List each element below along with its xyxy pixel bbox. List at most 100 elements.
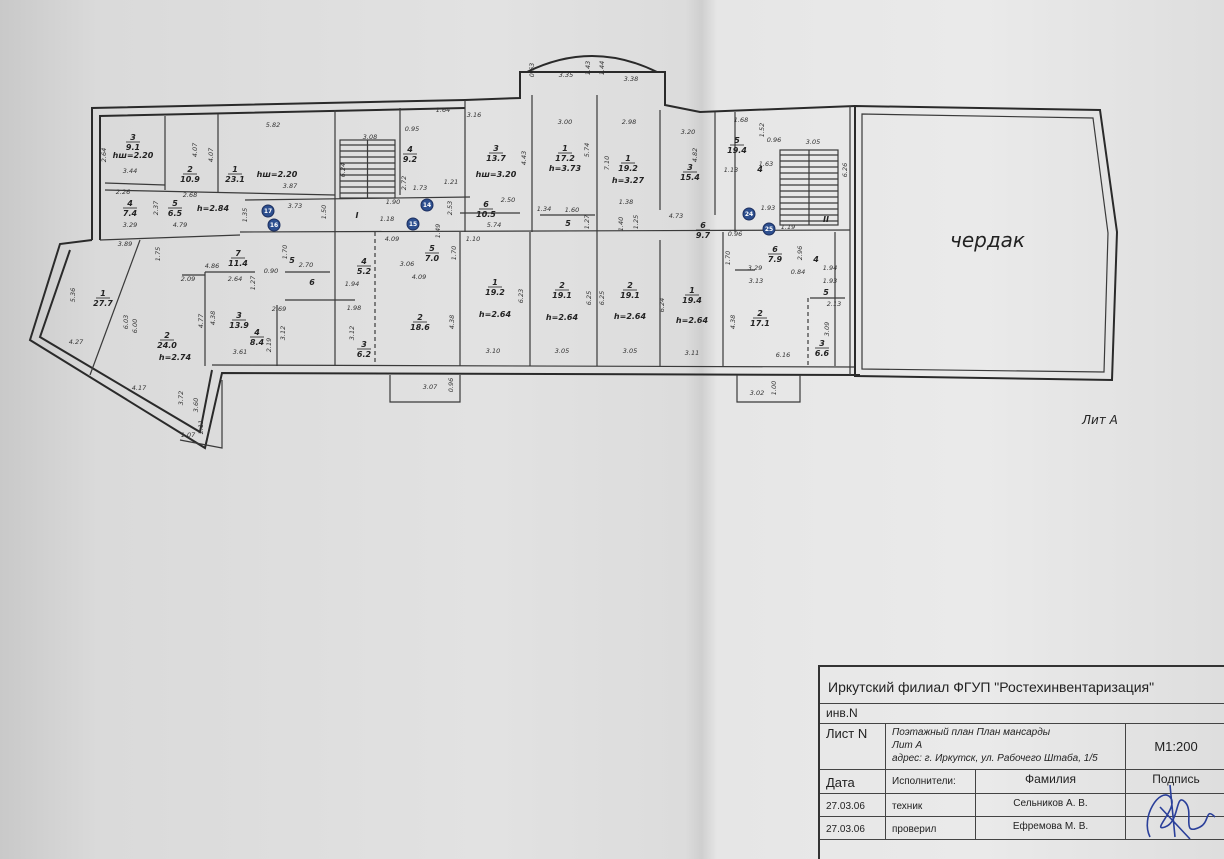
dimension-label: 6.25 — [598, 291, 606, 305]
dimension-label: 3.72 — [177, 391, 185, 405]
room-height: h=2.64 — [614, 312, 647, 321]
dimension-label: 1.90 — [386, 198, 400, 206]
room-label: 45.2 — [357, 257, 372, 276]
room-area: 17.2 — [555, 154, 575, 163]
dimension-label: 3.29 — [748, 264, 762, 272]
dimension-label: 6.00 — [131, 319, 139, 333]
room-area: 17.1 — [750, 319, 770, 328]
room-label: 6 — [309, 278, 315, 287]
dimension-label: 3.60 — [192, 398, 200, 412]
room-number: 6 — [309, 278, 315, 287]
room-area: 8.4 — [250, 338, 265, 347]
staircase-2 — [779, 149, 839, 226]
room-label: 711.4 — [228, 249, 248, 268]
dimension-label: 3.11 — [685, 349, 699, 357]
room-label: 313.7hш=3.20 — [476, 144, 517, 179]
dimension-label: 3.61 — [233, 348, 247, 356]
row-date: 27.03.06 — [820, 816, 886, 839]
dimension-label: 2.50 — [501, 196, 515, 204]
dimension-label: 1.44 — [598, 61, 606, 75]
room-height: h=2.64 — [479, 310, 512, 319]
room-area: 27.7 — [93, 299, 113, 308]
room-label: 4 — [756, 165, 763, 174]
dimension-label: 1.94 — [345, 280, 359, 288]
room-label: 57.0 — [425, 244, 440, 263]
room-number: 2 — [757, 309, 763, 318]
dimension-label: 5.74 — [583, 143, 591, 157]
dimension-label: 4.82 — [691, 148, 699, 162]
room-height: h=2.64 — [676, 316, 709, 325]
dimension-label: 0.96 — [728, 230, 742, 238]
room-height: h=3.73 — [549, 164, 582, 173]
room-number: 5 — [429, 244, 435, 253]
dimension-label: 2.53 — [446, 201, 454, 215]
room-number: 3 — [361, 340, 367, 349]
dimension-label: 6.16 — [776, 351, 790, 359]
dimension-label: 1.60 — [565, 206, 579, 214]
dimension-label: 1.73 — [413, 184, 427, 192]
dimension-label: 1.98 — [347, 304, 361, 312]
dimension-label: 3.87 — [283, 182, 298, 190]
room-label: 313.9 — [229, 311, 249, 330]
dimension-label: 2.64 — [100, 148, 108, 162]
dimension-label: 3.08 — [363, 133, 377, 141]
dimension-label: 3.13 — [749, 277, 763, 285]
dimension-label: 1.52 — [758, 123, 766, 137]
dimension-label: 1.00 — [770, 381, 778, 395]
room-label: 48.4 — [250, 328, 265, 347]
dimension-label: 0.63 — [528, 63, 536, 77]
room-area: 19.2 — [485, 288, 505, 297]
room-height: h=2.64 — [546, 313, 579, 322]
room-area: 19.2 — [618, 164, 638, 173]
room-label: 224.0h=2.74 — [157, 331, 191, 362]
room-number: 1 — [492, 278, 498, 287]
dimension-label: 4.09 — [412, 273, 426, 281]
room-label: 519.4 — [727, 136, 747, 155]
room-height: h=2.84 — [197, 204, 230, 213]
dimension-label: 1.68 — [734, 116, 748, 124]
dimension-label: 1.70 — [450, 246, 458, 260]
dimension-label: 2.11 — [197, 420, 205, 434]
room-number: 2 — [417, 313, 423, 322]
dimension-label: 2.09 — [181, 275, 195, 283]
dimension-label: 3.05 — [623, 347, 637, 355]
dimension-label: 4.07 — [207, 147, 215, 162]
room-number: 3 — [819, 339, 825, 348]
dimension-label: 0.84 — [791, 268, 805, 276]
dimension-label: 1.75 — [154, 247, 162, 261]
room-label: 36.2 — [357, 340, 372, 359]
room-number: 4 — [756, 165, 763, 174]
section-marker: 15 — [406, 217, 420, 231]
room-number: 3 — [130, 133, 136, 142]
staircase-1 — [339, 139, 396, 199]
dimension-label: 1.27 — [583, 214, 591, 229]
dimension-label: 2.70 — [299, 261, 313, 269]
dimension-label: 4.43 — [520, 151, 528, 165]
room-area: 19.4 — [727, 146, 747, 155]
dimension-label: 4.17 — [132, 384, 147, 392]
room-area: 13.9 — [229, 321, 249, 330]
room-number: 2 — [164, 331, 170, 340]
dimension-label: 2.72 — [400, 176, 408, 190]
dimension-label: 3.89 — [118, 240, 132, 248]
row-name: Сельников А. В. — [976, 793, 1126, 816]
dimension-label: 3.00 — [558, 118, 572, 126]
dimension-label: 3.06 — [400, 260, 414, 268]
inventory-label: инв.N — [826, 706, 858, 720]
dimension-label: 2.96 — [796, 246, 804, 260]
dimension-label: 6.24 — [339, 163, 347, 177]
room-label: 218.6 — [410, 313, 430, 332]
dimension-label: 3.38 — [624, 75, 638, 83]
room-label: 219.1h=2.64 — [546, 281, 579, 322]
signature — [1146, 784, 1216, 840]
dimension-label: 1.34 — [537, 205, 551, 213]
room-area: 18.6 — [410, 323, 430, 332]
section-marker: 14 — [420, 198, 434, 212]
col-performers: Исполнители: — [886, 769, 976, 793]
room-label: 5 — [289, 256, 295, 265]
room-number: 3 — [236, 311, 242, 320]
dimension-label: 0.95 — [405, 125, 419, 133]
dimension-label: 1.49 — [434, 224, 442, 238]
room-area: 23.1 — [225, 175, 245, 184]
